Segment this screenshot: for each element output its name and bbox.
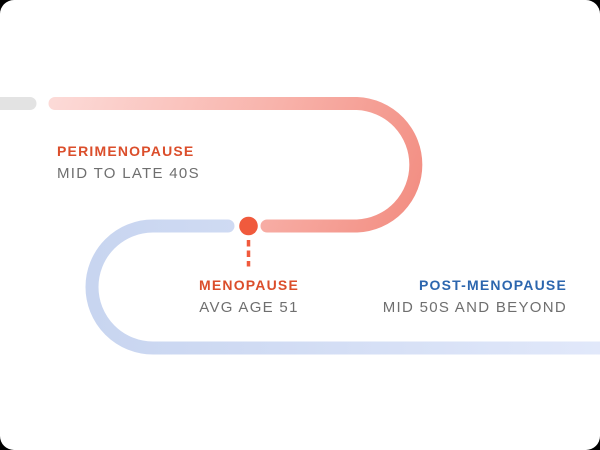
postmenopause-track — [85, 219, 600, 355]
postmenopause-subtitle: MID 50S AND BEYOND — [382, 299, 567, 316]
perimenopause-track — [48, 97, 423, 233]
perimenopause-label-group: PERIMENOPAUSE MID TO LATE 40S — [57, 144, 200, 181]
menopause-title: MENOPAUSE — [199, 277, 299, 293]
perimenopause-subtitle: MID TO LATE 40S — [57, 165, 200, 182]
menopause-subtitle: AVG AGE 51 — [199, 299, 299, 316]
menopause-label-group: MENOPAUSE AVG AGE 51 — [139, 278, 359, 315]
postmenopause-label-group: POST-MENOPAUSE MID 50S AND BEYOND — [383, 278, 567, 315]
menopause-milestone-dot — [239, 216, 258, 236]
postmenopause-title: POST-MENOPAUSE — [418, 277, 567, 293]
perimenopause-title: PERIMENOPAUSE — [57, 143, 195, 159]
